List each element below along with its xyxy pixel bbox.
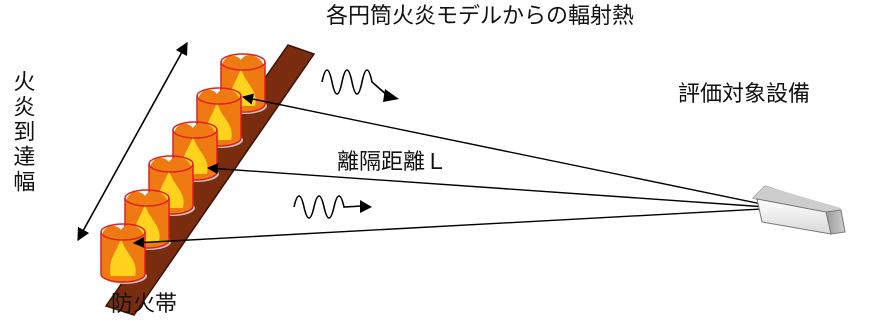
wavy-arrow-icon — [321, 69, 399, 102]
flame-width-arrow — [77, 41, 188, 242]
equipment-label: 評価対象設備 — [678, 82, 811, 107]
equipment-box-icon — [752, 185, 846, 235]
distance-label: 離隔距離Ｌ — [337, 150, 448, 175]
cylinder-flame-models — [100, 53, 267, 284]
cylinder-flame-icon — [100, 223, 147, 284]
distance-arrow-bottom — [132, 202, 783, 249]
distance-arrow-middle — [206, 163, 783, 213]
distance-arrow-top — [241, 93, 783, 212]
flame-width-label: 火炎到達幅 — [9, 70, 35, 195]
firebreak-label: 防火帯 — [111, 292, 178, 317]
wavy-arrow-icon — [293, 195, 372, 219]
radiant-heat-title: 各円筒火炎モデルからの輻射熱 — [326, 4, 635, 29]
